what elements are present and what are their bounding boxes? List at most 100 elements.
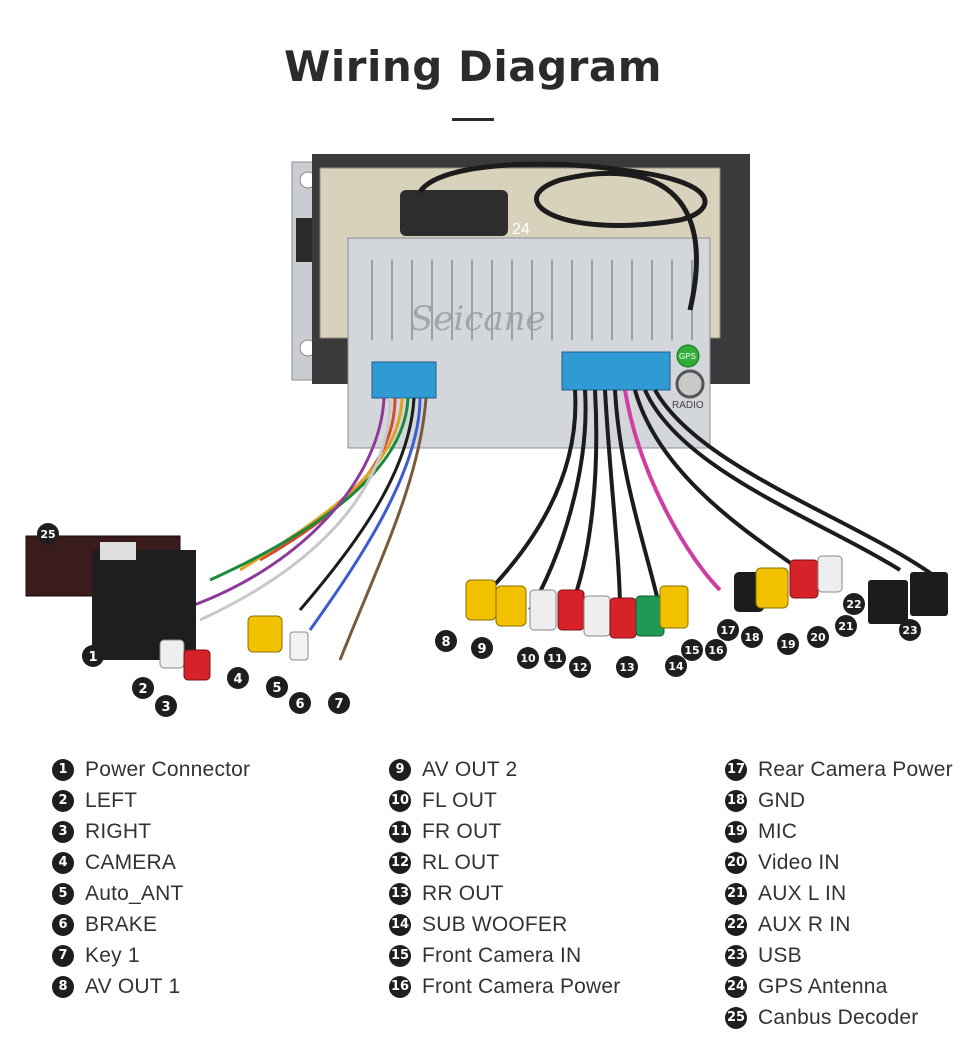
diagram-badge: 15 <box>681 639 703 661</box>
rca-plugs-left <box>159 615 309 681</box>
svg-text:23: 23 <box>902 624 917 637</box>
legend-number-badge: 1 <box>52 758 74 781</box>
diagram-badge: 13 <box>616 656 638 678</box>
wiring-diagram: Seicane 24 RADIO GPS <box>25 154 948 717</box>
legend-label: CAMERA <box>85 850 177 874</box>
page-title: Wiring Diagram <box>284 42 662 91</box>
legend-number-badge: 25 <box>725 1006 747 1029</box>
legend-number-badge: 19 <box>725 820 747 843</box>
svg-text:16: 16 <box>708 644 724 657</box>
legend-number-badge: 2 <box>52 789 74 812</box>
diagram-badge: 2 <box>132 677 154 699</box>
chassis-body <box>347 237 711 449</box>
gps-port-label: GPS <box>679 352 696 361</box>
legend-item: 4 CAMERA <box>52 847 250 878</box>
diagram-badge: 22 <box>843 593 865 615</box>
diagram-badge: 3 <box>155 695 177 717</box>
rca-aux-in <box>817 555 843 593</box>
svg-text:11: 11 <box>547 652 562 665</box>
legend-label: AUX L IN <box>758 881 847 905</box>
svg-text:10: 10 <box>520 652 536 665</box>
legend-number-badge: 23 <box>725 944 747 967</box>
legend-number-badge: 4 <box>52 851 74 874</box>
legend-label: MIC <box>758 819 798 843</box>
diagram-badge: 14 <box>665 655 687 677</box>
legend-number-badge: 22 <box>725 913 747 936</box>
legend-label: Key 1 <box>85 943 140 967</box>
legend-number-badge: 3 <box>52 820 74 843</box>
legend-label: RIGHT <box>85 819 152 843</box>
legend-number-badge: 7 <box>52 944 74 967</box>
diagram-badge: 20 <box>807 626 829 648</box>
diagram-badge: 8 <box>435 630 457 652</box>
svg-text:3: 3 <box>161 700 170 715</box>
legend-label: Auto_ANT <box>85 881 184 905</box>
legend-label: USB <box>758 943 802 967</box>
svg-text:7: 7 <box>334 697 343 712</box>
legend-number-badge: 15 <box>389 944 411 967</box>
legend-label: Video IN <box>758 850 840 874</box>
rca-plug-camera <box>247 615 283 653</box>
legend-number-badge: 10 <box>389 789 411 812</box>
svg-text:13: 13 <box>619 661 634 674</box>
legend-label: RL OUT <box>422 850 500 874</box>
rca-plug-left <box>159 639 185 669</box>
legend-item: 7 Key 1 <box>52 940 250 971</box>
diagram-badge: 7 <box>328 692 350 714</box>
legend-item: 18 GND <box>725 785 953 816</box>
legend-number-badge: 5 <box>52 882 74 905</box>
legend-item: 21 AUX L IN <box>725 878 953 909</box>
svg-text:12: 12 <box>572 661 587 674</box>
legend-label: FL OUT <box>422 788 498 812</box>
rca-av-out-2 <box>495 585 527 627</box>
gps-tag: 24 <box>512 221 530 238</box>
usb-plug-1 <box>868 580 908 624</box>
legend-number-badge: 17 <box>725 758 747 781</box>
svg-text:1: 1 <box>88 650 97 665</box>
rca-video-in <box>789 559 819 599</box>
legend-number-badge: 20 <box>725 851 747 874</box>
diagram-badge: 5 <box>266 676 288 698</box>
legend-label: GPS Antenna <box>758 974 888 998</box>
svg-text:20: 20 <box>810 631 826 644</box>
gps-module <box>400 190 508 236</box>
legend-number-badge: 18 <box>725 789 747 812</box>
legend-item: 1 Power Connector <box>52 754 250 785</box>
radio-antenna-jack <box>675 369 705 399</box>
svg-text:8: 8 <box>441 635 450 650</box>
svg-text:21: 21 <box>838 620 853 633</box>
legend-number-badge: 21 <box>725 882 747 905</box>
legend-item: 20 Video IN <box>725 847 953 878</box>
svg-text:25: 25 <box>40 528 55 541</box>
legend-label: Power Connector <box>85 757 251 781</box>
svg-text:14: 14 <box>668 660 684 673</box>
svg-text:19: 19 <box>780 638 795 651</box>
canbus-sticker <box>100 542 136 560</box>
legend-label: GND <box>758 788 806 812</box>
diagram-badge: 4 <box>227 667 249 689</box>
diagram-badge: 19 <box>777 633 799 655</box>
diagram-badge: 16 <box>705 639 727 661</box>
svg-text:17: 17 <box>720 624 735 637</box>
diagram-badge: 12 <box>569 656 591 678</box>
legend-item: 19 MIC <box>725 816 953 847</box>
svg-text:4: 4 <box>233 672 242 687</box>
legend-number-badge: 9 <box>389 758 411 781</box>
legend-item: 5 Auto_ANT <box>52 878 250 909</box>
gps-cable <box>417 161 708 311</box>
legend-item: 3 RIGHT <box>52 816 250 847</box>
diagram-badge: 21 <box>835 615 857 637</box>
rca-plug-right <box>183 649 211 681</box>
